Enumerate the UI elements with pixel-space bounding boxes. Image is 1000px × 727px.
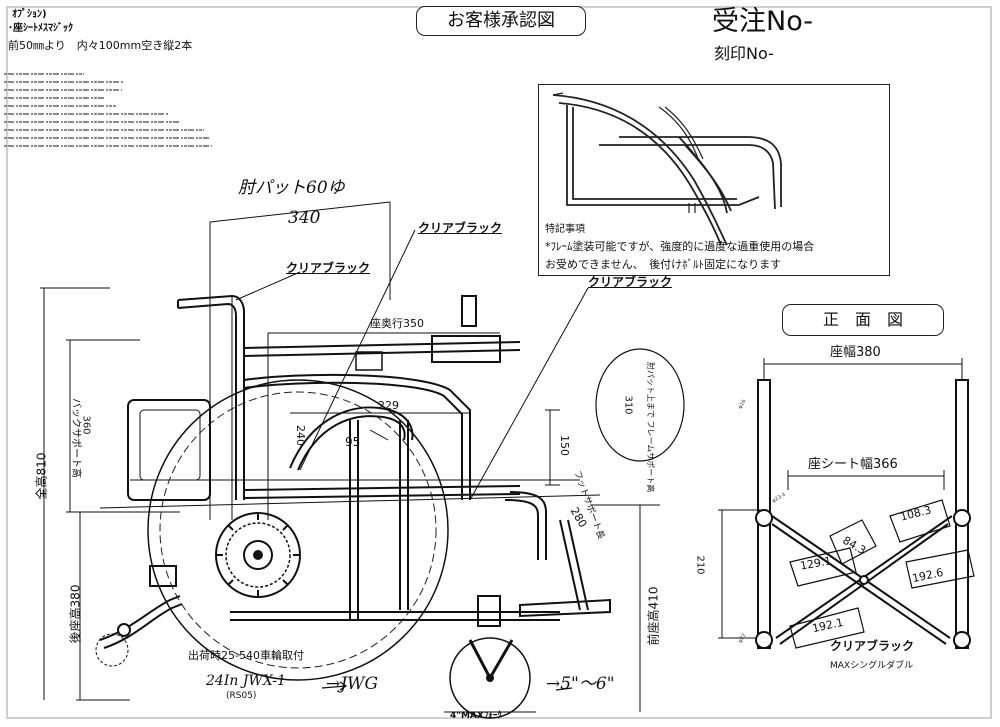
option-seat: ･座ｼｰﾄﾒｽﾏｼﾞｯｸ: [8, 23, 73, 34]
wheel-model-sub: (RS05): [226, 691, 257, 701]
wheel-alternative: →JWG: [326, 674, 379, 694]
stamp-no-label: 刻印No-: [714, 44, 774, 63]
arm-height-note-outline: [595, 348, 685, 462]
armpad-note: 肘パット60ゆ: [238, 178, 345, 198]
notes-box: 特記事項 *ﾌﾚｰﾑ塗装可能ですが、強度的に過度な過重使用の場合 お受めできませ…: [538, 84, 890, 276]
approval-title: お客様承認図: [416, 6, 586, 36]
arm-frame-detail-sketch: [552, 92, 782, 246]
dim-310: 310: [622, 395, 634, 415]
dim-360: 360: [80, 415, 92, 435]
cross-brace-note: MAXシングルダブル: [830, 661, 914, 671]
front-color-label: クリアブラック: [830, 639, 915, 653]
rear-wheel-outline: [147, 379, 449, 681]
dim-210: 210: [694, 555, 706, 575]
seat-width-label: 座幅380: [830, 345, 881, 360]
armpad-dimension: 340: [288, 208, 321, 228]
caster-label: 4"MAXﾌｫｰｸ: [450, 711, 502, 721]
control-unit: [431, 335, 501, 363]
dim-line-340: [209, 201, 391, 223]
seat-sheet-width-label: 座シート幅366: [808, 457, 898, 472]
front-caster: [449, 637, 531, 719]
side-view-drawing: [40, 201, 685, 719]
order-no-label: 受注No-: [712, 6, 813, 37]
dim-229: 229: [378, 399, 399, 412]
wheel-model: 24In JWX-1: [206, 673, 286, 689]
caster-note: →5"～6": [546, 674, 615, 694]
option-seat-detail: 前50㎜より 内々100mm空き縦2本: [8, 39, 193, 52]
seat-depth-label: 座奥行350: [370, 317, 424, 330]
dim-240: 240: [294, 425, 307, 446]
dim-150: 150: [558, 435, 571, 456]
notes-line-1: *ﾌﾚｰﾑ塗装可能ですが、強度的に過度な過重使用の場合: [545, 240, 815, 253]
color-label-top: クリアブラック: [418, 221, 503, 235]
front-view-title: 正 面 図: [782, 304, 944, 336]
notes-heading: 特記事項: [545, 224, 585, 235]
color-label-right: クリアブラック: [588, 275, 673, 289]
backrest-cushion: [127, 399, 211, 501]
total-height-label: 全高810: [34, 452, 49, 500]
notes-line-2: お受めできません、 後付けﾎﾞﾙﾄ固定になります: [545, 258, 782, 271]
front-view-drawing: [718, 358, 975, 649]
wheel-shipping-note: 出荷時25-540車輪取付: [188, 649, 304, 662]
back-support-height-label: バックサポート高: [70, 398, 81, 478]
arm-support-height-label: 肘パット上まで フレームサポート高: [646, 362, 655, 493]
front-seat-height-label: 前座高410: [646, 586, 661, 646]
dim-95: 95: [345, 435, 361, 449]
option-title: ｵﾌﾟｼｮﾝ): [12, 9, 47, 20]
spec-fine-print: [4, 73, 212, 147]
color-label-mid: クリアブラック: [286, 261, 371, 275]
rear-seat-height-label: 後座高380: [68, 584, 83, 644]
